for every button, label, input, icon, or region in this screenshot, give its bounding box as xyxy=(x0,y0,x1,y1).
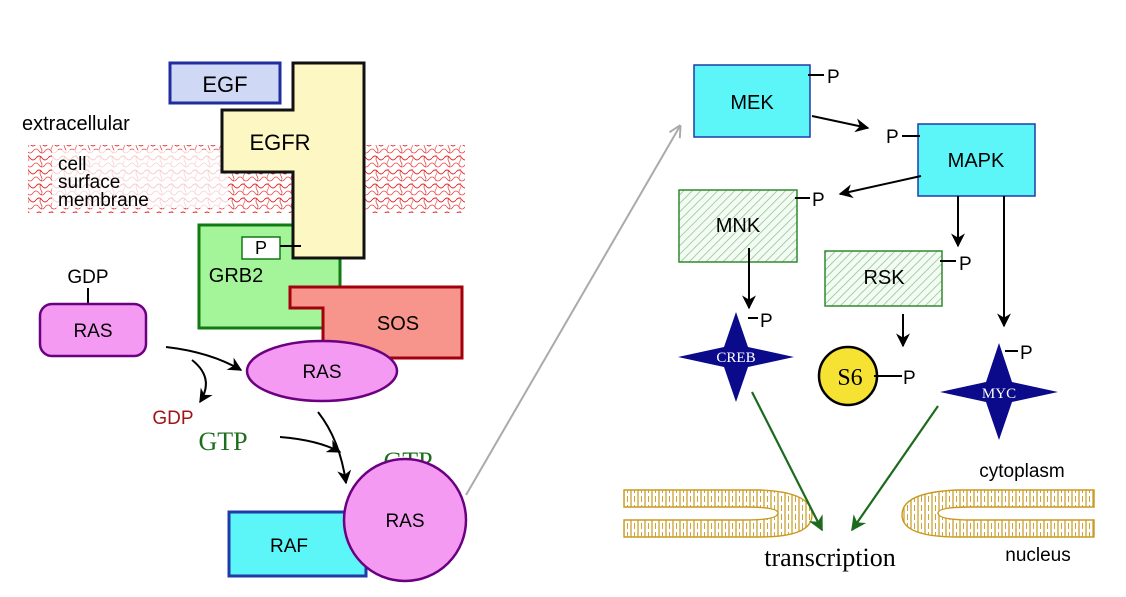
myc-label: MYC xyxy=(982,386,1016,402)
arrow-mapk-to-mnk xyxy=(838,175,922,199)
ras-active-circle xyxy=(342,457,468,583)
gtp-incoming-label: GTP xyxy=(198,427,247,456)
arrow-mek-to-mapk xyxy=(811,115,870,133)
ras-sos-ellipse xyxy=(245,339,399,403)
mek-label: MEK xyxy=(730,92,774,114)
egf-label: EGF xyxy=(202,72,247,97)
membrane-label-membrane: membrane xyxy=(58,190,149,211)
s6-label: S6 xyxy=(837,365,862,391)
creb-star xyxy=(678,312,794,402)
mapk-phospho-label: P xyxy=(886,127,899,148)
rsk-phospho-label: P xyxy=(959,254,972,275)
creb-phospho-label: P xyxy=(760,311,773,332)
egfr-shape xyxy=(220,61,366,260)
nucleus-label: nucleus xyxy=(1005,545,1071,566)
egf-box xyxy=(168,61,282,105)
grb2-phospho-tag xyxy=(241,236,281,260)
membrane-label-cell: cell xyxy=(58,154,87,175)
grb2-phospho-label: P xyxy=(255,238,267,258)
arrow-ras-to-sos xyxy=(165,346,243,371)
sos-label: SOS xyxy=(377,313,419,335)
arrow-gtp-in xyxy=(279,436,342,453)
nuclear-envelope-right xyxy=(901,489,1095,538)
rsk-box xyxy=(824,250,943,307)
egfr-label: EGFR xyxy=(249,130,310,155)
mnk-box xyxy=(678,189,798,263)
link-to-mek-arrow xyxy=(465,126,680,496)
rsk-label: RSK xyxy=(863,267,905,289)
mapk-label: MAPK xyxy=(948,150,1005,172)
gdp-released-label: GDP xyxy=(152,408,193,429)
mnk-label: MNK xyxy=(716,215,761,237)
cytoplasm-label: cytoplasm xyxy=(979,461,1065,482)
myc-phospho-label: P xyxy=(1020,343,1033,364)
membrane-label-surface: surface xyxy=(58,172,120,193)
extracellular-label: extracellular xyxy=(22,113,130,135)
nuclear-envelope-left xyxy=(623,489,813,538)
arrow-creb-to-transcription xyxy=(751,391,823,532)
mek-phospho-label: P xyxy=(827,67,840,88)
transcription-label: transcription xyxy=(764,543,895,572)
ras-inactive-box xyxy=(38,302,148,358)
mapk-box xyxy=(917,123,1036,197)
arrow-myc-to-transcription xyxy=(851,405,939,532)
grb2-label: GRB2 xyxy=(209,265,263,287)
ras-active-label: RAS xyxy=(385,511,424,532)
arrow-ras-activation xyxy=(317,411,352,485)
creb-label: CREB xyxy=(716,350,755,366)
ras-sos-label: RAS xyxy=(302,362,341,383)
mnk-phospho-label: P xyxy=(812,190,825,211)
raf-label: RAF xyxy=(270,536,308,557)
gdp-top-label: GDP xyxy=(67,267,108,288)
myc-star xyxy=(940,343,1058,440)
ras-inactive-label: RAS xyxy=(73,321,112,342)
s6-phospho-label: P xyxy=(903,368,916,389)
mek-box xyxy=(693,64,811,138)
arrow-gdp-release xyxy=(191,359,213,404)
